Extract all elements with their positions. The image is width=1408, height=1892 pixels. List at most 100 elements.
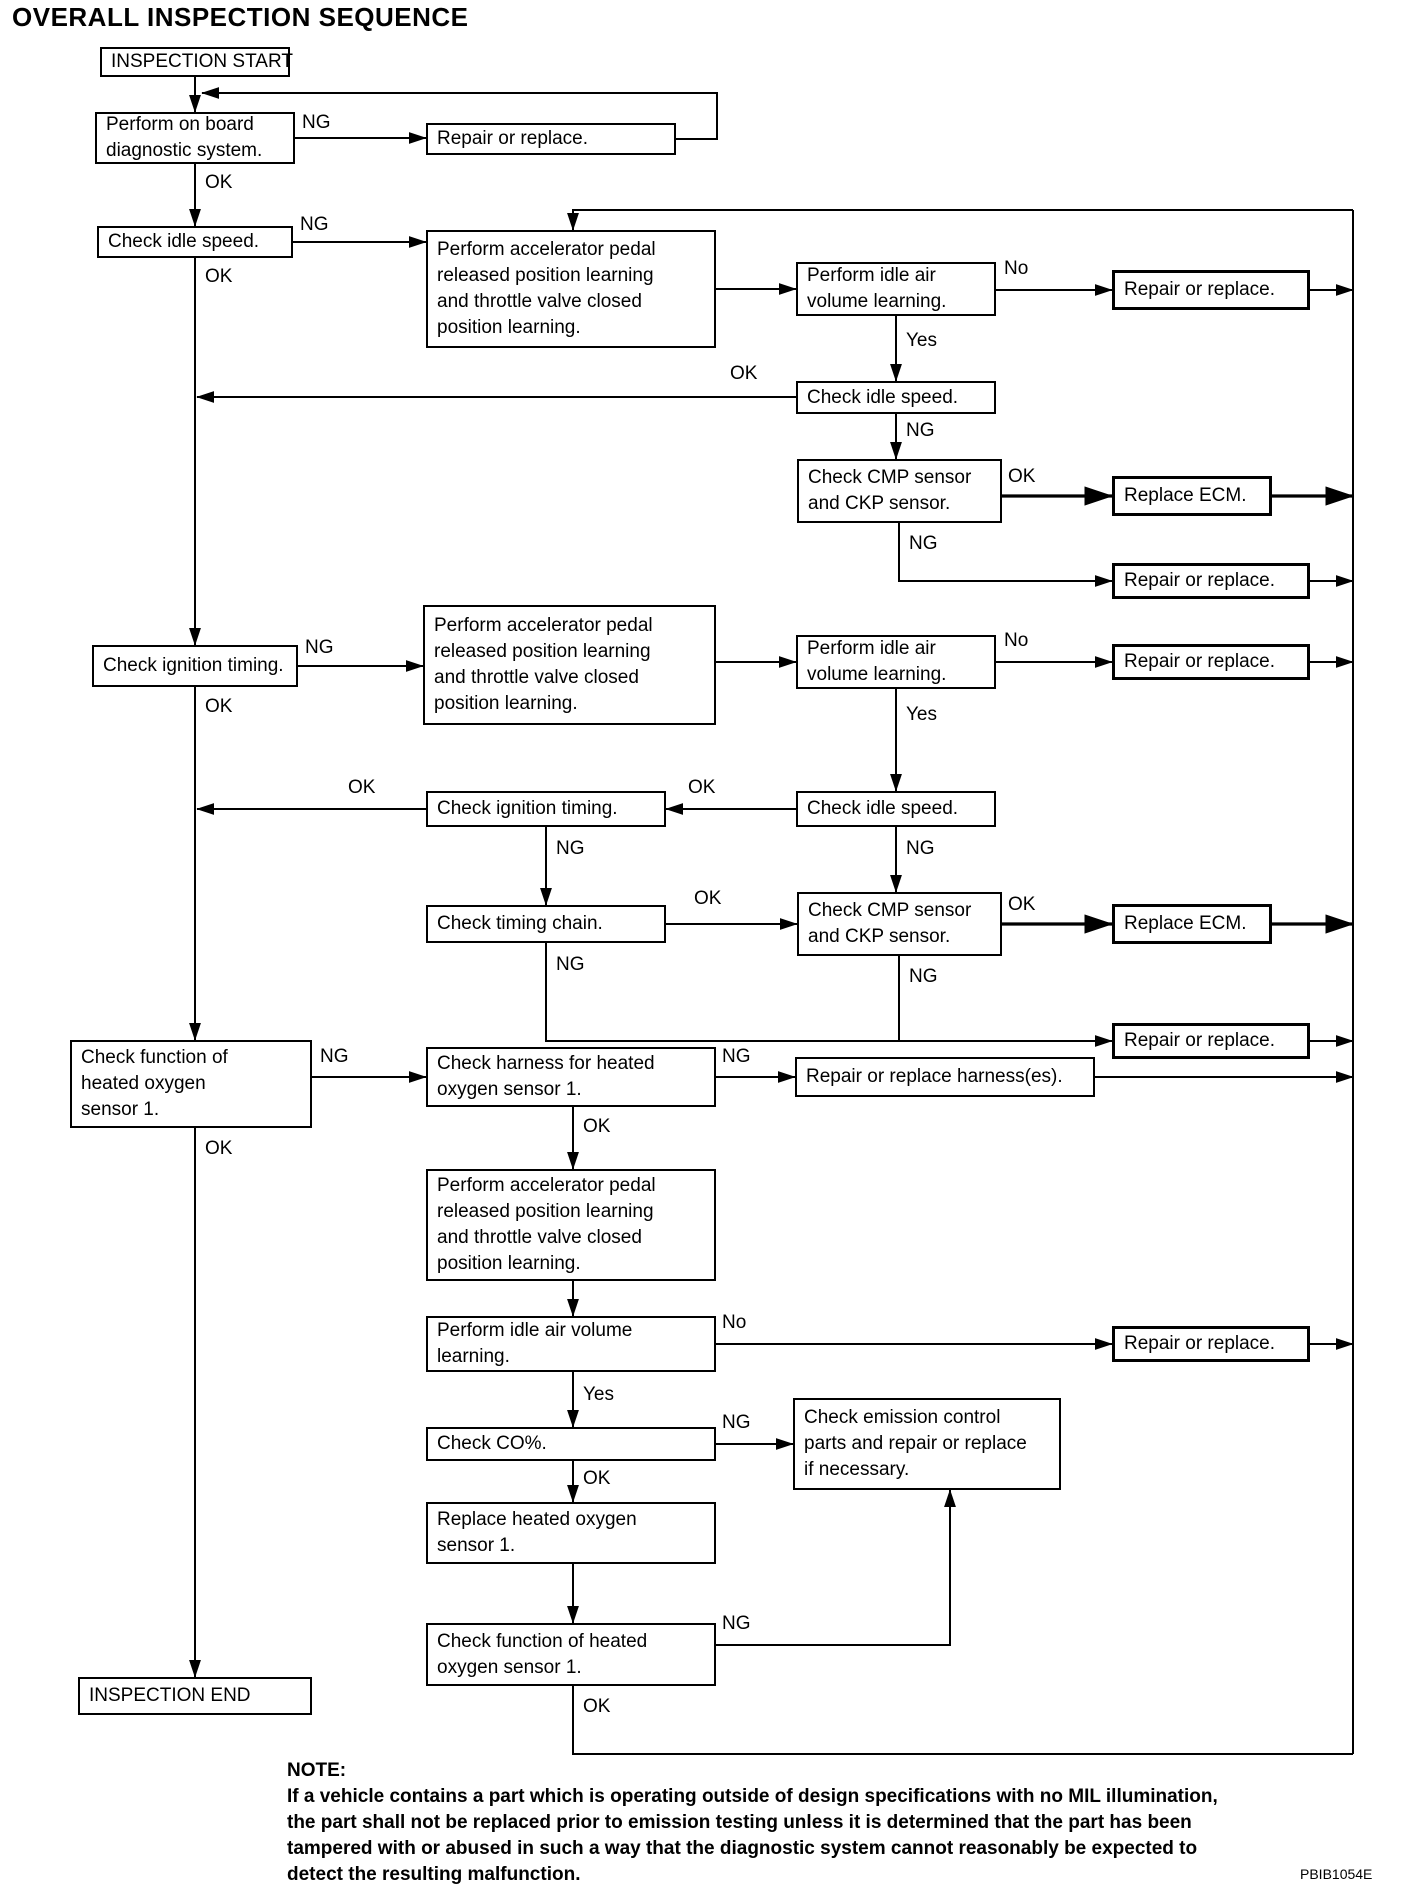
node-accel-pedal-learning-1-line: position learning.: [437, 317, 581, 338]
node-repair-or-replace-6-line: Repair or replace.: [1124, 1333, 1276, 1354]
branch-label: NG: [305, 637, 334, 658]
node-inspection-end-line: INSPECTION END: [89, 1685, 251, 1706]
node-check-idle-speed-2: Check idle speed.: [796, 381, 996, 414]
node-idle-air-volume-1-line: Perform idle air: [807, 265, 936, 286]
node-check-idle-speed-3: Check idle speed.: [796, 791, 996, 827]
node-replace-ho2s: Replace heated oxygen sensor 1.: [426, 1502, 716, 1564]
branch-label: NG: [909, 533, 938, 554]
flow-edge: [567, 209, 1353, 231]
node-accel-pedal-learning-1-line: Perform accelerator pedal: [437, 239, 656, 260]
branch-label: NG: [909, 966, 938, 987]
node-check-ignition-timing-2-line: Check ignition timing.: [437, 798, 618, 819]
node-accel-pedal-learning-3-line: released position learning: [437, 1201, 654, 1222]
node-check-function-ho2s-1-line: sensor 1.: [81, 1099, 160, 1120]
branch-label: OK: [1008, 894, 1036, 915]
node-check-timing-chain: Check timing chain.: [426, 905, 666, 943]
note-block: NOTE: If a vehicle contains a part which…: [287, 1758, 1218, 1888]
branch-label: OK: [1008, 466, 1036, 487]
branch-label: NG: [906, 838, 935, 859]
branch-label: NG: [302, 112, 331, 133]
node-accel-pedal-learning-2-line: Perform accelerator pedal: [434, 615, 653, 636]
branch-label: NG: [722, 1046, 751, 1067]
node-check-idle-speed-2-line: Check idle speed.: [807, 386, 959, 408]
flow-edge: [716, 1489, 956, 1646]
node-idle-air-volume-2: Perform idle air volume learning.: [796, 635, 996, 689]
node-replace-ho2s-line: Replace heated oxygen: [437, 1509, 637, 1530]
branch-label: No: [722, 1312, 747, 1333]
node-repair-or-replace-2: Repair or replace.: [1112, 270, 1310, 310]
branch-label: Yes: [583, 1384, 614, 1405]
node-repair-or-replace-3: Repair or replace.: [1112, 563, 1310, 599]
node-accel-pedal-learning-3-line: Perform accelerator pedal: [437, 1175, 656, 1196]
node-check-idle-speed-3-line: Check idle speed.: [807, 798, 959, 819]
node-check-emission-control-line: parts and repair or replace: [804, 1433, 1027, 1454]
node-accel-pedal-learning-2-line: and throttle valve closed: [434, 667, 639, 688]
node-check-function-ho2s-2-line: oxygen sensor 1.: [437, 1656, 582, 1678]
branch-label: NG: [722, 1613, 751, 1634]
node-check-harness-ho2s-line: oxygen sensor 1.: [437, 1079, 582, 1100]
node-check-emission-control-line: Check emission control: [804, 1407, 1001, 1428]
node-idle-air-volume-2-line: Perform idle air: [807, 638, 936, 659]
branch-label: OK: [583, 1696, 611, 1717]
node-replace-ecm-1: Replace ECM.: [1112, 476, 1272, 516]
branch-label: OK: [583, 1468, 611, 1489]
node-inspection-end: INSPECTION END: [78, 1677, 312, 1715]
node-repair-or-replace-5: Repair or replace.: [1112, 1023, 1310, 1059]
node-accel-pedal-learning-2-line: released position learning: [434, 641, 651, 662]
node-check-harness-ho2s-line: Check harness for heated: [437, 1053, 655, 1074]
node-replace-ecm-2: Replace ECM.: [1112, 904, 1272, 944]
flow-edge: [545, 943, 1113, 1047]
node-repair-replace-harness-line: Repair or replace harness(es).: [806, 1066, 1063, 1087]
node-repair-or-replace-1-line: Repair or replace.: [437, 128, 589, 149]
node-check-idle-speed-1: Check idle speed.: [97, 226, 293, 258]
branch-label: OK: [205, 266, 233, 287]
node-check-cmp-ckp-2-line: Check CMP sensor: [808, 900, 972, 921]
note-lines: If a vehicle contains a part which is op…: [287, 1784, 1218, 1888]
node-check-ignition-timing-1: Check ignition timing.: [92, 645, 298, 687]
node-check-emission-control: Check emission control parts and repair o…: [793, 1398, 1061, 1490]
page-title: OVERALL INSPECTION SEQUENCE: [12, 2, 469, 32]
branch-label: NG: [556, 838, 585, 859]
node-accel-pedal-learning-2-line: position learning.: [434, 693, 578, 714]
node-check-cmp-ckp-1-line: Check CMP sensor: [808, 467, 972, 488]
branch-label: NG: [722, 1412, 751, 1433]
node-idle-air-volume-3-line: Perform idle air volume: [437, 1320, 633, 1341]
node-accel-pedal-learning-1: Perform accelerator pedal released positi…: [426, 230, 716, 348]
node-check-function-ho2s-1-line: Check function of: [81, 1047, 228, 1068]
node-accel-pedal-learning-3: Perform accelerator pedal released positi…: [426, 1169, 716, 1281]
branch-label: NG: [556, 954, 585, 975]
note-line: tampered with or abused in such a way th…: [287, 1838, 1198, 1859]
node-inspection-start-line: INSPECTION START: [111, 51, 293, 72]
node-repair-or-replace-2-line: Repair or replace.: [1124, 279, 1276, 300]
node-repair-or-replace-4-line: Repair or replace.: [1124, 651, 1276, 672]
branch-label: OK: [730, 363, 758, 384]
node-accel-pedal-learning-1-line: released position learning: [437, 265, 654, 286]
node-check-function-ho2s-1-line: heated oxygen: [81, 1073, 206, 1094]
node-replace-ecm-1-line: Replace ECM.: [1124, 485, 1247, 506]
node-onboard-diagnostic-line: diagnostic system.: [106, 140, 263, 161]
figure-code: PBIB1054E: [1300, 1866, 1373, 1882]
node-accel-pedal-learning-3-line: and throttle valve closed: [437, 1227, 642, 1248]
node-check-idle-speed-1-line: Check idle speed.: [108, 231, 260, 252]
note-line: detect the resulting malfunction.: [287, 1864, 581, 1885]
node-check-co-line: Check CO%.: [437, 1433, 547, 1454]
node-accel-pedal-learning-2: Perform accelerator pedal released positi…: [423, 605, 716, 725]
node-check-cmp-ckp-1-line: and CKP sensor.: [808, 493, 951, 514]
node-repair-or-replace-3-line: Repair or replace.: [1124, 570, 1276, 591]
branch-label: NG: [320, 1046, 349, 1067]
branch-label: OK: [583, 1116, 611, 1137]
node-idle-air-volume-2-line: volume learning.: [807, 664, 947, 685]
node-replace-ho2s-line: sensor 1.: [437, 1535, 516, 1556]
node-check-emission-control-line: if necessary.: [804, 1459, 910, 1480]
note-line: the part shall not be replaced prior to …: [287, 1812, 1192, 1833]
node-check-timing-chain-line: Check timing chain.: [437, 913, 603, 934]
node-repair-replace-harness: Repair or replace harness(es).: [795, 1057, 1095, 1097]
flow-edge: [898, 523, 1113, 587]
node-repair-or-replace-1: Repair or replace.: [426, 123, 676, 155]
